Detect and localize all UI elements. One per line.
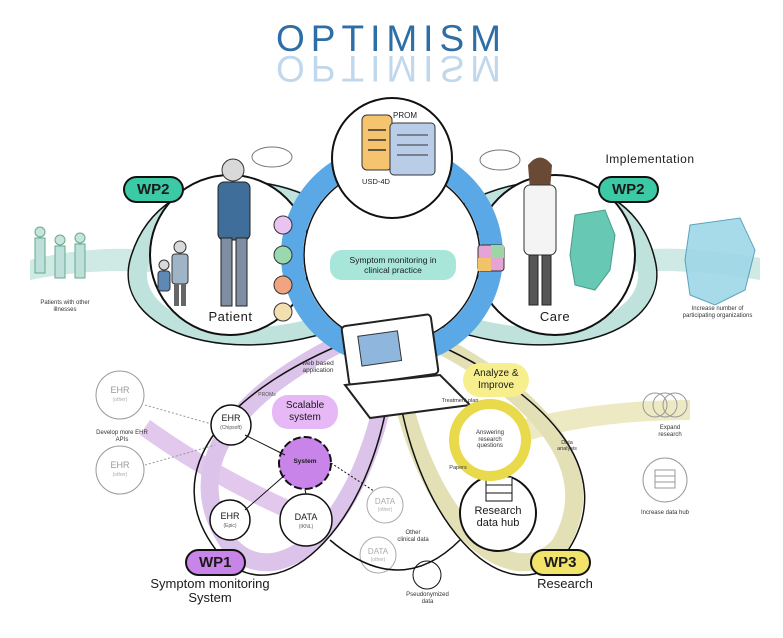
speech-bubble-patient bbox=[251, 146, 293, 168]
side-icon-3 bbox=[273, 275, 293, 295]
answering-label: Answering research questions bbox=[475, 430, 504, 450]
implementation-heading: Implementation bbox=[605, 152, 695, 166]
ehr-chipsoft-circle bbox=[210, 404, 252, 446]
expand-research-label: Expand research bbox=[658, 425, 682, 438]
expand-research-icon bbox=[642, 392, 688, 418]
other-patients-figures bbox=[34, 226, 86, 279]
ehr-epic-label: EHR bbox=[220, 511, 240, 521]
side-icon-4 bbox=[273, 302, 293, 322]
data-other-2-sub: (other) bbox=[370, 557, 386, 563]
family-figures bbox=[157, 240, 189, 306]
database-icon bbox=[485, 476, 513, 502]
center-label: Symptom monitoring in clinical practice bbox=[330, 250, 456, 281]
side-icon-1 bbox=[273, 215, 293, 235]
pseudonymized-circle bbox=[412, 560, 442, 590]
answering-ring bbox=[449, 399, 531, 481]
data-iknl-sub: (IKNL) bbox=[298, 524, 314, 530]
laptop-icon bbox=[340, 313, 473, 420]
papers-label: Papers bbox=[449, 465, 467, 471]
data-other-1-label: DATA bbox=[374, 497, 396, 506]
flow-arrow-to-hub bbox=[329, 539, 461, 571]
prom-label: PROM bbox=[393, 111, 417, 120]
treatment-plan-label: Treatment plan bbox=[441, 398, 479, 404]
ehr-epic-circle bbox=[209, 499, 251, 541]
speech-bubble-care bbox=[479, 149, 521, 171]
wp3-caption: Research bbox=[537, 576, 593, 591]
system-label: System bbox=[293, 458, 317, 465]
wp3-badge: WP3 bbox=[530, 549, 591, 576]
ehr-other-1-circle bbox=[95, 370, 145, 420]
ehr-chipsoft-label: EHR bbox=[221, 413, 241, 423]
wp1-badge: WP1 bbox=[185, 549, 246, 576]
doctor-figure bbox=[523, 157, 557, 306]
usd-label: USD-4D bbox=[362, 177, 390, 186]
ehr-other-1-label: EHR bbox=[110, 385, 130, 395]
wp3-band bbox=[520, 400, 690, 440]
tablet-icon bbox=[389, 122, 436, 176]
patient-figure bbox=[217, 158, 251, 307]
side-icon-2 bbox=[273, 245, 293, 265]
wp2-left-badge: WP2 bbox=[123, 176, 184, 203]
develop-apis-label: Develop more EHR APIs bbox=[96, 430, 148, 443]
proms-label: PROMs bbox=[258, 392, 276, 398]
ehr-other-2-circle bbox=[95, 445, 145, 495]
ehr-other-1-sub: (other) bbox=[112, 397, 128, 403]
increase-hub-label: Increase data hub bbox=[640, 510, 690, 516]
wp1-caption: Symptom monitoring System bbox=[150, 576, 270, 606]
data-other-1-circle bbox=[366, 486, 404, 524]
outline-right bbox=[394, 180, 658, 346]
app-title: OPTIMISM bbox=[276, 18, 507, 59]
analyze-improve-label: Analyze & Improve bbox=[463, 363, 529, 397]
increase-orgs-label: Increase number of participating organiz… bbox=[682, 306, 753, 319]
netherlands-map bbox=[569, 209, 616, 291]
data-iknl-label: DATA bbox=[294, 512, 318, 522]
data-other-2-label: DATA bbox=[367, 547, 389, 556]
phone-icon bbox=[361, 114, 393, 171]
data-analysis-label: Data analysis bbox=[557, 440, 577, 453]
ehr-epic-sub: (Epic) bbox=[223, 523, 237, 529]
other-clinical-label: Other clinical data bbox=[397, 530, 429, 543]
app-title-reflection: OPTIMISM bbox=[276, 48, 507, 89]
netherlands-map-outer bbox=[684, 217, 756, 306]
increase-datahub-icon bbox=[642, 457, 688, 503]
wp2-right-badge: WP2 bbox=[598, 176, 659, 203]
web-app-label: web based application bbox=[302, 360, 334, 375]
research-hub-label: Research data hub bbox=[474, 505, 522, 530]
care-label: Care bbox=[539, 309, 571, 324]
ehr-other-2-sub: (other) bbox=[112, 472, 128, 478]
patient-label: Patient bbox=[208, 309, 253, 324]
ehr-other-2-label: EHR bbox=[110, 460, 130, 470]
pseudonymized-label: Pseudonymized data bbox=[406, 592, 449, 605]
ehr-chipsoft-sub: (Chipsoft) bbox=[220, 425, 242, 431]
patients-other-label: Patients with other illnesses bbox=[40, 300, 90, 313]
wp1-loop bbox=[200, 321, 399, 572]
data-other-1-sub: (other) bbox=[377, 507, 393, 513]
scalable-system-label: Scalable system bbox=[272, 395, 338, 429]
